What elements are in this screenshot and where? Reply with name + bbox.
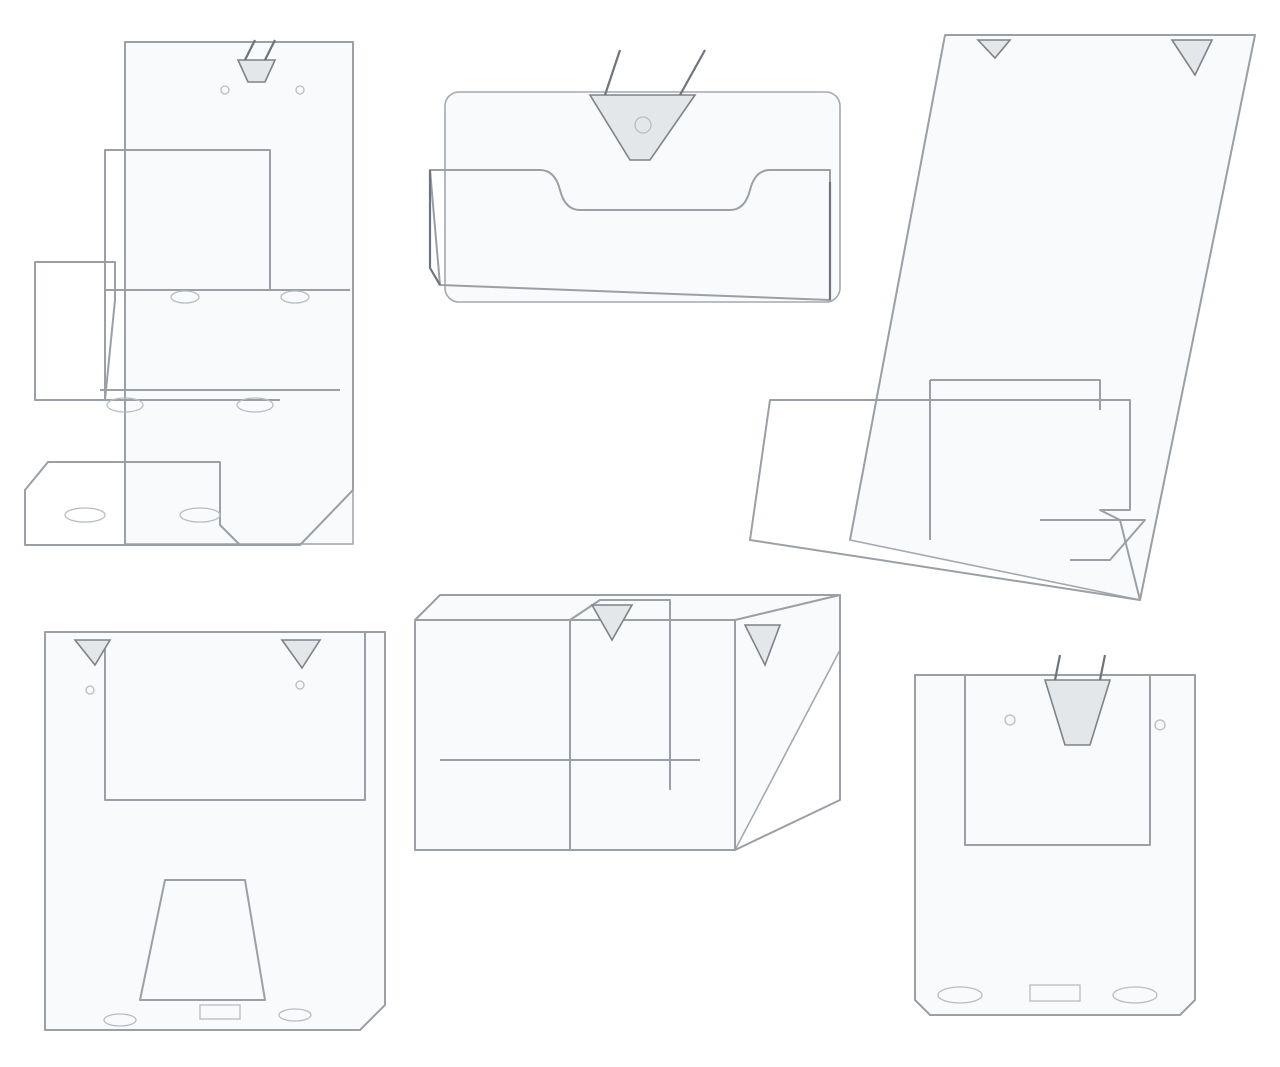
pegboard-hook-icon (743, 624, 782, 667)
wall-brochure-pocket-small (914, 654, 1196, 1016)
pegboard-hook-icon (588, 94, 697, 161)
pegboard-hook-icon (1043, 679, 1112, 746)
pegboard-hook-icon (976, 39, 1012, 60)
business-card-holder (428, 49, 841, 303)
slanted-literature-stand (749, 34, 1256, 601)
three-tier-brochure-holder (24, 39, 354, 546)
two-compartment-bin (414, 594, 841, 851)
wall-brochure-pocket-large (44, 631, 386, 1031)
pegboard-hook-icon (590, 604, 634, 642)
pegboard-hook-icon (1170, 39, 1214, 77)
pegboard-hook-icon (236, 59, 277, 83)
pegboard-hook-icon (73, 639, 112, 667)
pegboard-hook-icon (280, 639, 322, 670)
